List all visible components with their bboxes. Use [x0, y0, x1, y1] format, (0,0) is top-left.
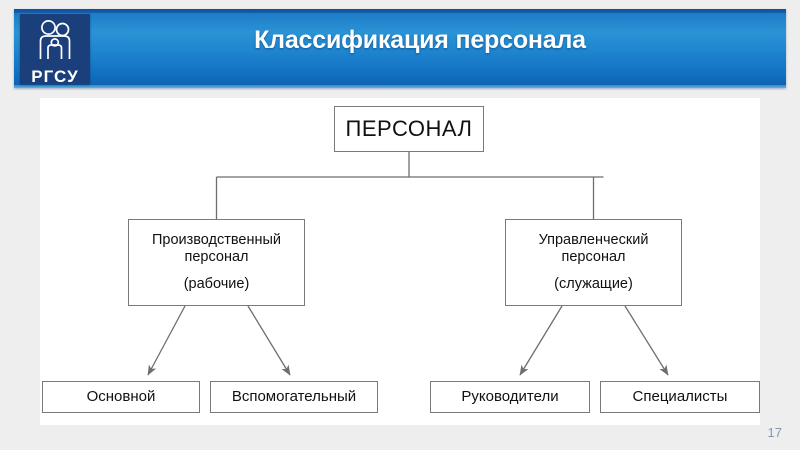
- page-title: Классификация персонала: [254, 26, 586, 54]
- diagram-node-rukovoditeli: Руководители: [430, 381, 590, 413]
- node-label-line1: Управленческий: [538, 232, 649, 249]
- diagram-node-management-personnel: Управленческий персонал (служащие): [505, 219, 682, 306]
- logo-label: РГСУ: [31, 67, 79, 86]
- node-label: Основной: [86, 388, 156, 406]
- diagram-node-personal: ПЕРСОНАЛ: [334, 106, 484, 152]
- diagram-node-specialisty: Специалисты: [600, 381, 760, 413]
- slide-header-banner: [14, 9, 786, 88]
- diagram-node-production-personnel: Производственный персонал (рабочие): [128, 219, 305, 306]
- node-label-line3: (рабочие): [183, 275, 250, 292]
- diagram-node-osnovnoy: Основной: [42, 381, 200, 413]
- node-label: Руководители: [461, 388, 559, 406]
- rgsu-logo: РГСУ: [20, 14, 90, 86]
- node-label: Вспомогательный: [231, 388, 357, 406]
- slide-number: 17: [767, 425, 782, 440]
- family-figures-icon: [31, 19, 79, 66]
- node-label-line2: персонал: [184, 249, 249, 266]
- diagram-node-vspomogatelnyy: Вспомогательный: [210, 381, 378, 413]
- header-bottom-edge: [14, 85, 786, 88]
- node-label: ПЕРСОНАЛ: [345, 116, 473, 142]
- node-label-line2: персонал: [561, 249, 626, 266]
- node-label-line1: Производственный: [151, 232, 282, 249]
- node-label: Специалисты: [632, 388, 728, 406]
- header-top-edge: [14, 9, 786, 13]
- node-label-line3: (служащие): [554, 275, 633, 292]
